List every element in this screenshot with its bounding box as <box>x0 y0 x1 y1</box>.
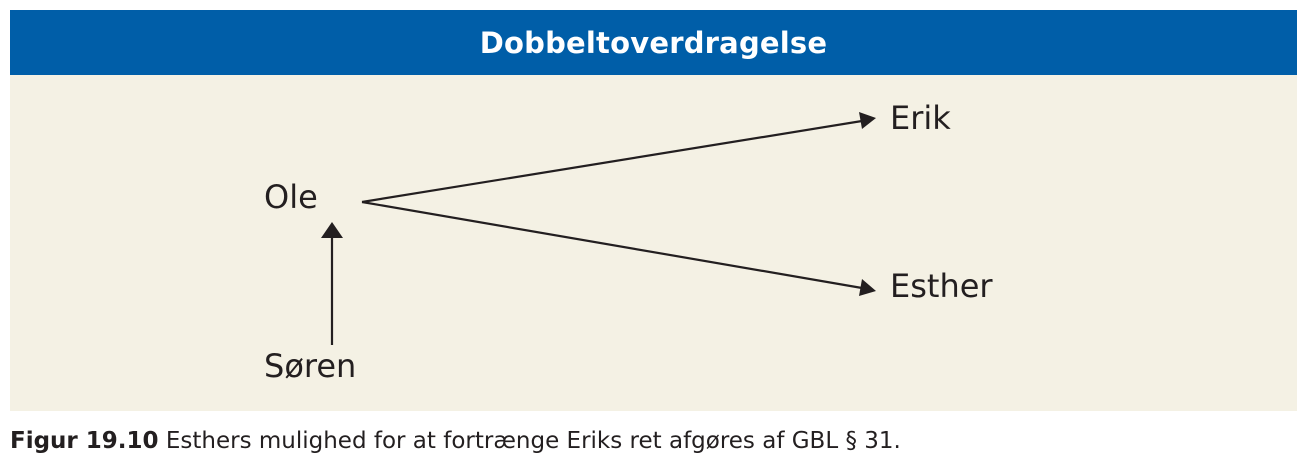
node-soren: Søren <box>264 347 357 385</box>
figure-caption: Figur 19.10 Esthers mulighed for at fort… <box>10 428 901 454</box>
edge-ole-esther <box>361 200 863 290</box>
arrowhead-ole <box>321 222 343 238</box>
node-ole: Ole <box>264 178 318 216</box>
figure-title: Dobbeltoverdragelse <box>479 25 828 60</box>
arrowhead-erik <box>859 112 876 129</box>
figure-header: Dobbeltoverdragelse <box>10 10 1297 75</box>
figure-panel: Dobbeltoverdragelse Ole Erik Esther Søre… <box>10 10 1297 411</box>
caption-number: Figur 19.10 <box>10 428 159 454</box>
caption-text: Esthers mulighed for at fortrænge Eriks … <box>158 428 901 454</box>
transfer-diagram <box>321 112 876 345</box>
node-esther: Esther <box>890 267 993 305</box>
edge-ole-erik <box>361 119 863 204</box>
node-erik: Erik <box>890 99 951 137</box>
arrowhead-esther <box>859 279 876 296</box>
